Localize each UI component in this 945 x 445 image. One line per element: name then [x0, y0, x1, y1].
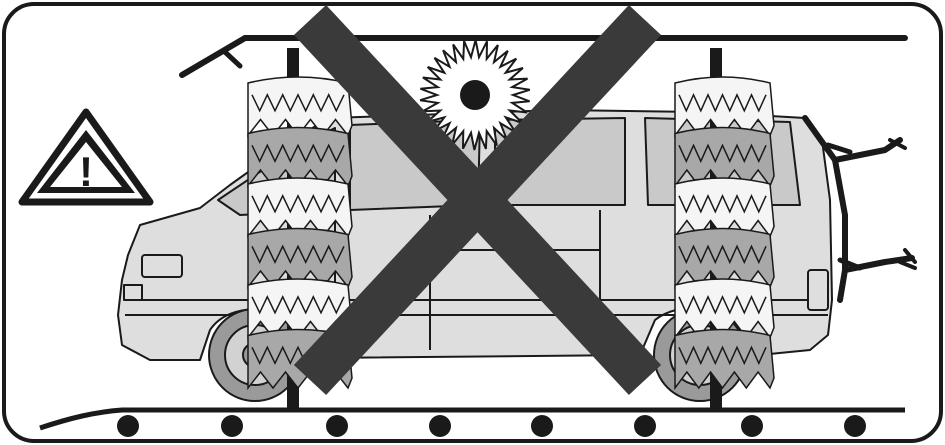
conveyor-roller: [429, 415, 451, 437]
conveyor-roller: [221, 415, 243, 437]
conveyor-roller: [634, 415, 656, 437]
conveyor-roller: [741, 415, 763, 437]
conveyor-roller: [844, 415, 866, 437]
warning-exclamation-mark: !: [79, 148, 93, 195]
brush-hub: [460, 80, 490, 110]
conveyor-roller: [531, 415, 553, 437]
van-grille: [124, 285, 142, 300]
van-headlight: [142, 255, 182, 277]
conveyor-roller: [117, 415, 139, 437]
conveyor-roller: [326, 415, 348, 437]
van-tail-light: [808, 270, 828, 310]
